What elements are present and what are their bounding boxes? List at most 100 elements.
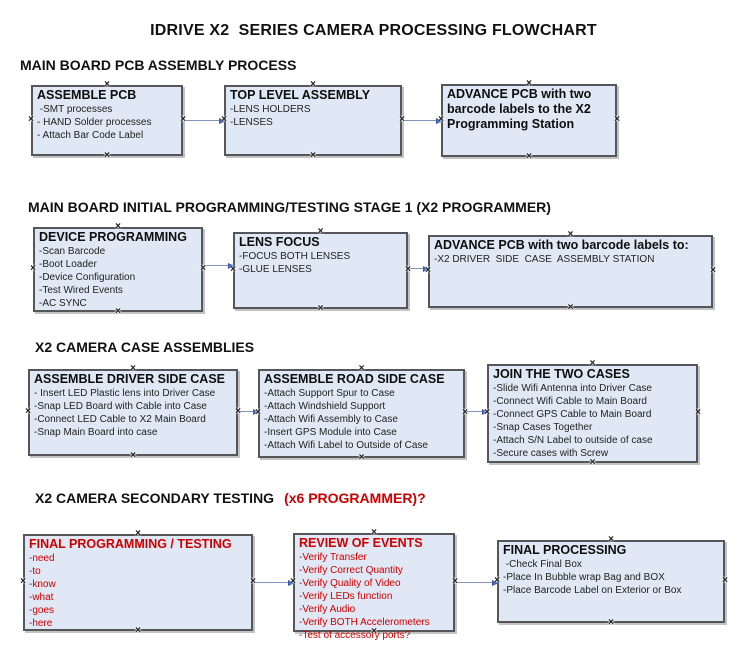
box-item: -Place In Bubble wrap Bag and BOX	[503, 572, 665, 583]
section-heading-text: X2 CAMERA SECONDARY TESTING	[35, 490, 275, 506]
connection-point-icon	[461, 409, 469, 417]
box-item: -X2 DRIVER SIDE CASE ASSEMBLY STATION	[434, 254, 655, 265]
connection-point-icon	[27, 116, 35, 124]
flow-box-assemble-driver-side-case: ASSEMBLE DRIVER SIDE CASE - Insert LED P…	[28, 369, 238, 456]
box-item: -need	[29, 553, 55, 564]
box-item: -Device Configuration	[39, 272, 136, 283]
box-title: LENS FOCUS	[239, 235, 320, 249]
box-title: ASSEMBLE DRIVER SIDE CASE	[34, 372, 226, 386]
connection-point-icon	[309, 152, 317, 160]
flow-box-final-programming-testing: FINAL PROGRAMMING / TESTING -need -to -k…	[23, 534, 253, 631]
section-heading-case-assemblies: X2 CAMERA CASE ASSEMBLIES	[35, 339, 255, 355]
flow-box-assemble-road-side-case: ASSEMBLE ROAD SIDE CASE -Attach Support …	[258, 369, 465, 458]
box-title: FINAL PROGRAMMING / TESTING	[29, 537, 232, 551]
box-title: REVIEW OF EVENTS	[299, 536, 423, 550]
flow-box-assemble-pcb: ASSEMBLE PCB -SMT processes - HAND Solde…	[31, 85, 183, 156]
box-item: -Test Wired Events	[39, 285, 123, 296]
connection-point-icon	[567, 304, 575, 312]
flow-box-review-of-events: REVIEW OF EVENTS -Verify Transfer -Verif…	[293, 533, 455, 641]
box-item: -Snap Cases Together	[493, 422, 593, 433]
box-item: -Boot Loader	[39, 259, 97, 270]
flow-box-device-programming: DEVICE PROGRAMMING -Scan Barcode -Boot L…	[33, 227, 203, 312]
box-item: - Insert LED Plastic lens into Driver Ca…	[34, 388, 216, 399]
connection-point-icon	[317, 305, 325, 313]
box-item: -Verify Audio	[299, 604, 356, 615]
flow-arrow	[185, 118, 226, 125]
box-item: -Attach Wifi Assembly to Case	[264, 414, 398, 425]
box-item: -Connect LED Cable to X2 Main Board	[34, 414, 206, 425]
box-title: ASSEMBLE PCB	[37, 88, 137, 102]
connection-point-icon	[404, 266, 412, 274]
connection-point-icon	[103, 152, 111, 160]
box-item: -Verify BOTH Accelerometers	[299, 617, 430, 628]
box-item: -LENS HOLDERS	[230, 104, 311, 115]
connection-point-icon	[613, 116, 621, 124]
flow-arrow	[205, 263, 235, 270]
box-title: DEVICE PROGRAMMING	[39, 230, 187, 244]
box-item: -FOCUS BOTH LENSES	[239, 251, 351, 262]
connection-point-icon	[29, 265, 37, 273]
flow-arrow	[410, 266, 430, 273]
box-item: - Attach Bar Code Label	[37, 130, 144, 141]
box-item: -Verify Correct Quantity	[299, 565, 403, 576]
box-item: -Snap Main Board into case	[34, 427, 158, 438]
box-item: -Attach Windshield Support	[264, 401, 386, 412]
connection-point-icon	[24, 408, 32, 416]
connection-point-icon	[709, 267, 717, 275]
box-item: -goes	[29, 605, 55, 616]
flow-box-advance-pcb-programming-station: ADVANCE PCB with two barcode labels to t…	[441, 84, 617, 157]
box-item: -Connect GPS Cable to Main Board	[493, 409, 652, 420]
box-item: -Attach Wifi Label to Outside of Case	[264, 440, 428, 451]
box-item: -Scan Barcode	[39, 246, 106, 257]
box-item: -GLUE LENSES	[239, 264, 312, 275]
section-heading-secondary-testing: X2 CAMERA SECONDARY TESTING (x6 PROGRAMME…	[35, 490, 426, 506]
connection-point-icon	[694, 409, 702, 417]
box-item: -LENSES	[230, 117, 273, 128]
flow-arrow	[467, 409, 489, 416]
page-title: IDRIVE X2 SERIES CAMERA PROCESSING FLOWC…	[150, 22, 597, 39]
flow-box-top-level-assembly: TOP LEVEL ASSEMBLY -LENS HOLDERS -LENSES	[224, 85, 402, 156]
box-title: FINAL PROCESSING	[503, 543, 627, 557]
box-item: -Attach S/N Label to outside of case	[493, 435, 653, 446]
box-item: -SMT processes	[37, 104, 113, 115]
connection-point-icon	[721, 577, 729, 585]
flow-arrow	[240, 409, 260, 416]
box-item: -to	[29, 566, 41, 577]
connection-point-icon	[19, 578, 27, 586]
box-item: -Place Barcode Label on Exterior or Box	[503, 585, 682, 596]
flow-arrow	[404, 118, 443, 125]
box-item: -know	[29, 579, 56, 590]
connection-point-icon	[525, 153, 533, 161]
section-heading-initial-programming: MAIN BOARD INITIAL PROGRAMMING/TESTING S…	[28, 199, 551, 215]
flow-box-join-the-two-cases: JOIN THE TWO CASES -Slide Wifi Antenna i…	[487, 364, 698, 463]
box-item: -Verify Transfer	[299, 552, 367, 563]
connection-point-icon	[129, 452, 137, 460]
box-item: -AC SYNC	[39, 298, 87, 309]
flow-box-final-processing: FINAL PROCESSING -Check Final Box -Place…	[497, 540, 725, 623]
box-item: -Snap LED Board with Cable into Case	[34, 401, 207, 412]
box-item: -Check Final Box	[503, 559, 582, 570]
box-title: ASSEMBLE ROAD SIDE CASE	[264, 372, 445, 386]
section-heading-accent: (x6 PROGRAMMER)?	[284, 490, 426, 506]
box-title: TOP LEVEL ASSEMBLY	[230, 88, 371, 102]
section-heading-pcb-assembly: MAIN BOARD PCB ASSEMBLY PROCESS	[20, 57, 297, 73]
box-title: JOIN THE TWO CASES	[493, 367, 630, 381]
box-item: -Insert GPS Module into Case	[264, 427, 397, 438]
box-item: -what	[29, 592, 54, 603]
box-item: -Attach Support Spur to Case	[264, 388, 395, 399]
box-item: -here	[29, 618, 53, 629]
box-title: ADVANCE PCB with two barcode labels to:	[434, 238, 689, 252]
connection-point-icon	[607, 619, 615, 627]
box-item: -Secure cases with Screw	[493, 448, 609, 459]
box-item: -Verify Quality of Video	[299, 578, 401, 589]
box-item: -Connect Wifi Cable to Main Board	[493, 396, 647, 407]
flow-arrow	[457, 580, 499, 587]
flow-arrow	[255, 580, 295, 587]
box-item: -Slide Wifi Antenna into Driver Case	[493, 383, 652, 394]
box-item: - HAND Solder processes	[37, 117, 152, 128]
box-item: -Verify LEDs function	[299, 591, 393, 602]
flow-box-lens-focus: LENS FOCUS -FOCUS BOTH LENSES -GLUE LENS…	[233, 232, 408, 309]
box-item: -Test of accessory ports?	[299, 630, 411, 641]
connection-point-icon	[589, 459, 597, 467]
